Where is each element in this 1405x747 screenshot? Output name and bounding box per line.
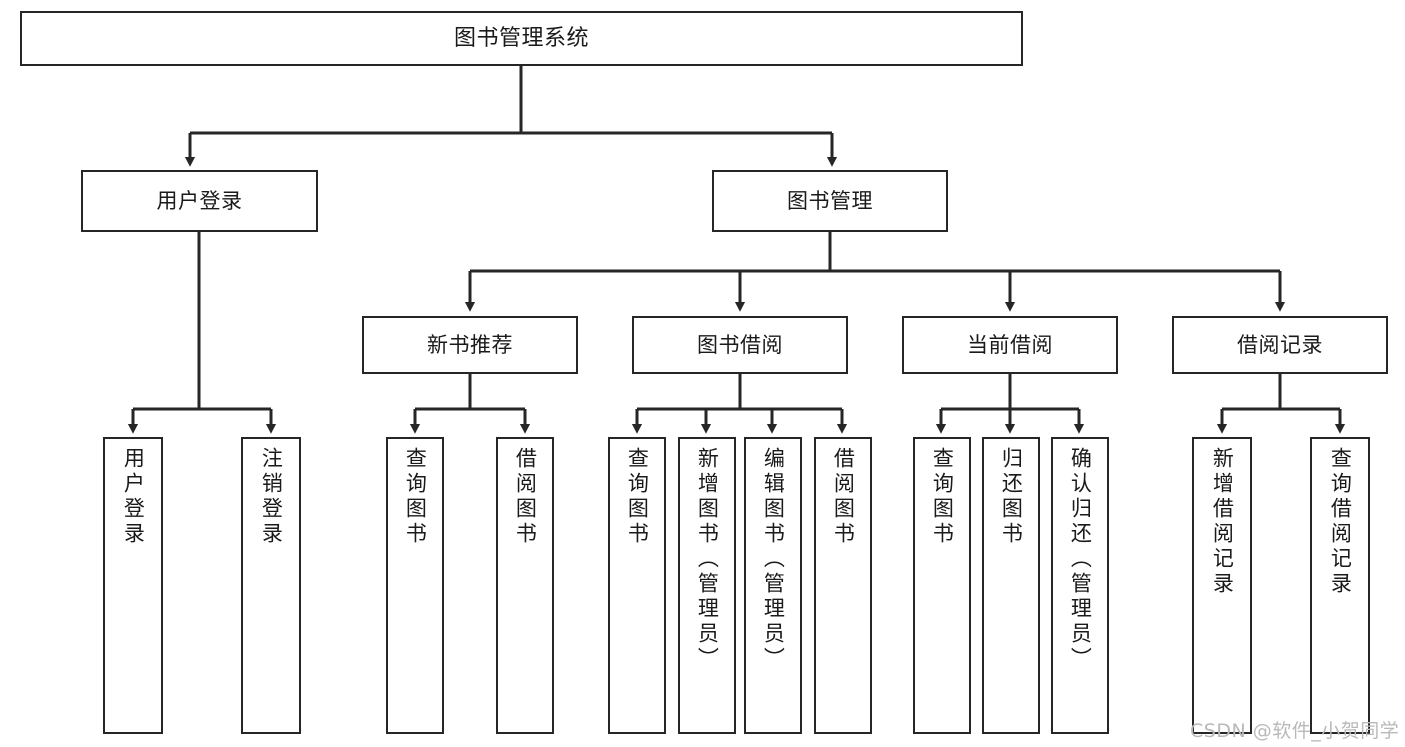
leaf-logout-login[interactable]: 注销登录 — [241, 437, 301, 734]
node-label: 查询借阅记录 — [1328, 447, 1353, 597]
leaf-borrow-book[interactable]: 借阅图书 — [814, 437, 872, 734]
node-current-borrow[interactable]: 当前借阅 — [902, 316, 1118, 374]
node-label: 图书管理系统 — [453, 25, 589, 51]
node-borrow-record[interactable]: 借阅记录 — [1172, 316, 1388, 374]
node-label: 借阅图书 — [513, 447, 538, 547]
node-label: 图书借阅 — [697, 332, 783, 357]
node-label: 借阅记录 — [1237, 332, 1323, 357]
leaf-add-borrow-record[interactable]: 新增借阅记录 — [1192, 437, 1252, 734]
leaf-query-book-recommend[interactable]: 查询图书 — [386, 437, 444, 734]
node-label: 用户登录 — [121, 447, 146, 547]
node-book-management[interactable]: 图书管理 — [712, 170, 948, 232]
node-new-book-recommend[interactable]: 新书推荐 — [362, 316, 578, 374]
node-label: 用户登录 — [156, 188, 243, 213]
node-label: 查询图书 — [930, 447, 955, 547]
leaf-query-book-current[interactable]: 查询图书 — [913, 437, 971, 734]
node-label: 编辑图书（管理员） — [761, 447, 786, 672]
leaf-query-borrow-record[interactable]: 查询借阅记录 — [1310, 437, 1370, 734]
node-book-borrow[interactable]: 图书借阅 — [632, 316, 848, 374]
node-root-system[interactable]: 图书管理系统 — [20, 11, 1023, 66]
leaf-confirm-return[interactable]: 确认归还（管理员） — [1051, 437, 1109, 734]
node-label: 新增图书（管理员） — [695, 447, 720, 672]
node-label: 注销登录 — [259, 447, 284, 547]
node-label: 查询图书 — [625, 447, 650, 547]
leaf-add-book[interactable]: 新增图书（管理员） — [678, 437, 736, 734]
leaf-query-book-borrow[interactable]: 查询图书 — [608, 437, 666, 734]
node-label: 新增借阅记录 — [1210, 447, 1235, 597]
leaf-borrow-book-recommend[interactable]: 借阅图书 — [496, 437, 554, 734]
node-label: 当前借阅 — [967, 332, 1053, 357]
node-label: 图书管理 — [787, 188, 873, 213]
node-label: 借阅图书 — [831, 447, 856, 547]
node-label: 查询图书 — [403, 447, 428, 547]
leaf-user-login[interactable]: 用户登录 — [103, 437, 163, 734]
node-user-login[interactable]: 用户登录 — [81, 170, 318, 232]
node-label: 归还图书 — [999, 447, 1024, 547]
watermark-text: CSDN @软件_小贺同学 — [1190, 720, 1400, 742]
leaf-return-book[interactable]: 归还图书 — [982, 437, 1040, 734]
node-label: 确认归还（管理员） — [1068, 447, 1093, 672]
leaf-edit-book[interactable]: 编辑图书（管理员） — [744, 437, 802, 734]
node-label: 新书推荐 — [427, 332, 513, 357]
